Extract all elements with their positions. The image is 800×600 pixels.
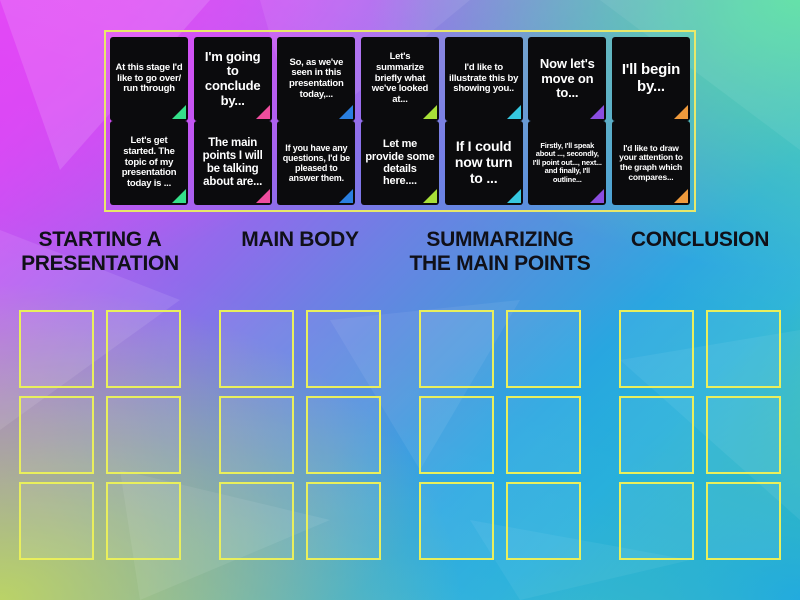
draggable-tile[interactable]: So, as we've seen in this presentation t…: [277, 37, 356, 121]
drop-zone-slot[interactable]: [506, 310, 581, 388]
tile-corner-marker: [422, 189, 437, 203]
drop-zone-column-main-body: [200, 310, 400, 568]
drop-zone-slot[interactable]: [219, 482, 294, 560]
tile-corner-marker: [339, 105, 354, 119]
draggable-tile[interactable]: I'm going to conclude by...: [193, 37, 272, 121]
tile-label: At this stage I'd like to go over/ run t…: [115, 62, 183, 95]
category-headings: STARTING A PRESENTATION MAIN BODY SUMMAR…: [0, 228, 800, 306]
tile-label: Let's summarize briefly what we've looke…: [371, 51, 429, 105]
tile-corner-marker: [172, 189, 186, 203]
draggable-tile[interactable]: I'll begin by...: [611, 37, 690, 121]
draggable-tile[interactable]: At this stage I'd like to go over/ run t…: [110, 37, 188, 121]
tile-corner-marker: [506, 189, 521, 203]
drop-zone-grid: [0, 310, 800, 568]
drop-zone-stack: [306, 310, 381, 568]
category-heading-starting-a-presentation: STARTING A PRESENTATION: [0, 228, 200, 306]
drop-zone-slot[interactable]: [706, 396, 781, 474]
drop-zone-slot[interactable]: [506, 396, 581, 474]
tile-corner-marker: [673, 189, 688, 203]
drop-zone-slot[interactable]: [19, 482, 94, 560]
drop-zone-slot[interactable]: [19, 310, 94, 388]
drop-zone-slot[interactable]: [419, 396, 494, 474]
tile-corner-marker: [590, 189, 605, 203]
tile-label: I'd like to draw your attention to the g…: [619, 142, 683, 182]
tile-label: I'll begin by...: [621, 61, 681, 95]
tile-label: If you have any questions, I'd be please…: [282, 142, 350, 184]
drop-zone-column-summarizing-the-main-points: [400, 310, 600, 568]
drop-zone-stack: [219, 310, 294, 568]
draggable-tile[interactable]: Let's get started. The topic of my prese…: [110, 121, 188, 205]
category-label: MAIN BODY: [241, 228, 359, 251]
tile-corner-marker: [673, 105, 688, 119]
drop-zone-slot[interactable]: [506, 482, 581, 560]
drop-zone-slot[interactable]: [306, 482, 381, 560]
draggable-tile[interactable]: The main points I will be talking about …: [193, 121, 272, 205]
draggable-tile[interactable]: I'd like to draw your attention to the g…: [611, 121, 690, 205]
tile-corner-marker: [506, 105, 521, 119]
drop-zone-slot[interactable]: [706, 310, 781, 388]
category-label: SUMMARIZING THE MAIN POINTS: [409, 228, 591, 275]
draggable-tile[interactable]: If I could now turn to ...: [444, 121, 523, 205]
draggable-tile[interactable]: Let's summarize briefly what we've looke…: [360, 37, 439, 121]
drop-zone-slot[interactable]: [619, 482, 694, 560]
drop-zone-slot[interactable]: [306, 396, 381, 474]
category-label: STARTING A PRESENTATION: [21, 228, 179, 275]
tile-label: I'm going to conclude by...: [204, 48, 261, 108]
drop-zone-slot[interactable]: [706, 482, 781, 560]
tile-tray: At this stage I'd like to go over/ run t…: [104, 30, 696, 212]
tile-label: Let me provide some details here....: [365, 138, 435, 188]
drop-zone-slot[interactable]: [19, 396, 94, 474]
draggable-tile[interactable]: Let me provide some details here....: [360, 121, 439, 205]
tile-corner-marker: [339, 189, 354, 203]
drop-zone-slot[interactable]: [306, 310, 381, 388]
drop-zone-stack: [106, 310, 181, 568]
drop-zone-stack: [706, 310, 781, 568]
category-heading-conclusion: CONCLUSION: [600, 228, 800, 306]
drop-zone-slot[interactable]: [106, 482, 181, 560]
tile-corner-marker: [422, 105, 437, 119]
drop-zone-stack: [506, 310, 581, 568]
tile-row-1: At this stage I'd like to go over/ run t…: [110, 37, 690, 121]
tile-label: If I could now turn to ...: [454, 138, 513, 186]
tile-corner-marker: [590, 105, 605, 119]
tile-label: Let's get started. The topic of my prese…: [121, 135, 177, 189]
drop-zone-slot[interactable]: [619, 396, 694, 474]
drop-zone-stack: [19, 310, 94, 568]
drop-zone-column-starting-a-presentation: [0, 310, 200, 568]
draggable-tile[interactable]: If you have any questions, I'd be please…: [277, 121, 356, 205]
drop-zone-slot[interactable]: [419, 310, 494, 388]
drop-zone-slot[interactable]: [219, 396, 294, 474]
drop-zone-slot[interactable]: [619, 310, 694, 388]
draggable-tile[interactable]: Now let's move on to...: [528, 37, 607, 121]
draggable-tile[interactable]: Firstly, I'll speak about ..., secondly,…: [528, 121, 607, 205]
tile-label: Firstly, I'll speak about ..., secondly,…: [532, 141, 602, 184]
tile-label: Now let's move on to...: [539, 56, 595, 101]
tile-corner-marker: [255, 189, 270, 203]
drop-zone-slot[interactable]: [419, 482, 494, 560]
drop-zone-column-conclusion: [600, 310, 800, 568]
category-label: CONCLUSION: [630, 228, 770, 251]
category-heading-main-body: MAIN BODY: [200, 228, 400, 306]
tile-corner-marker: [172, 105, 186, 119]
drop-zone-stack: [419, 310, 494, 568]
tile-corner-marker: [255, 105, 270, 119]
drop-zone-slot[interactable]: [106, 396, 181, 474]
drop-zone-stack: [619, 310, 694, 568]
tile-label: So, as we've seen in this presentation t…: [289, 56, 344, 100]
drop-zone-slot[interactable]: [106, 310, 181, 388]
category-heading-summarizing-the-main-points: SUMMARIZING THE MAIN POINTS: [400, 228, 600, 306]
drop-zone-slot[interactable]: [219, 310, 294, 388]
tile-label: The main points I will be talking about …: [202, 137, 263, 188]
tile-row-2: Let's get started. The topic of my prese…: [110, 121, 690, 205]
tile-label: I'd like to illustrate this by showing y…: [448, 62, 519, 95]
draggable-tile[interactable]: I'd like to illustrate this by showing y…: [444, 37, 523, 121]
